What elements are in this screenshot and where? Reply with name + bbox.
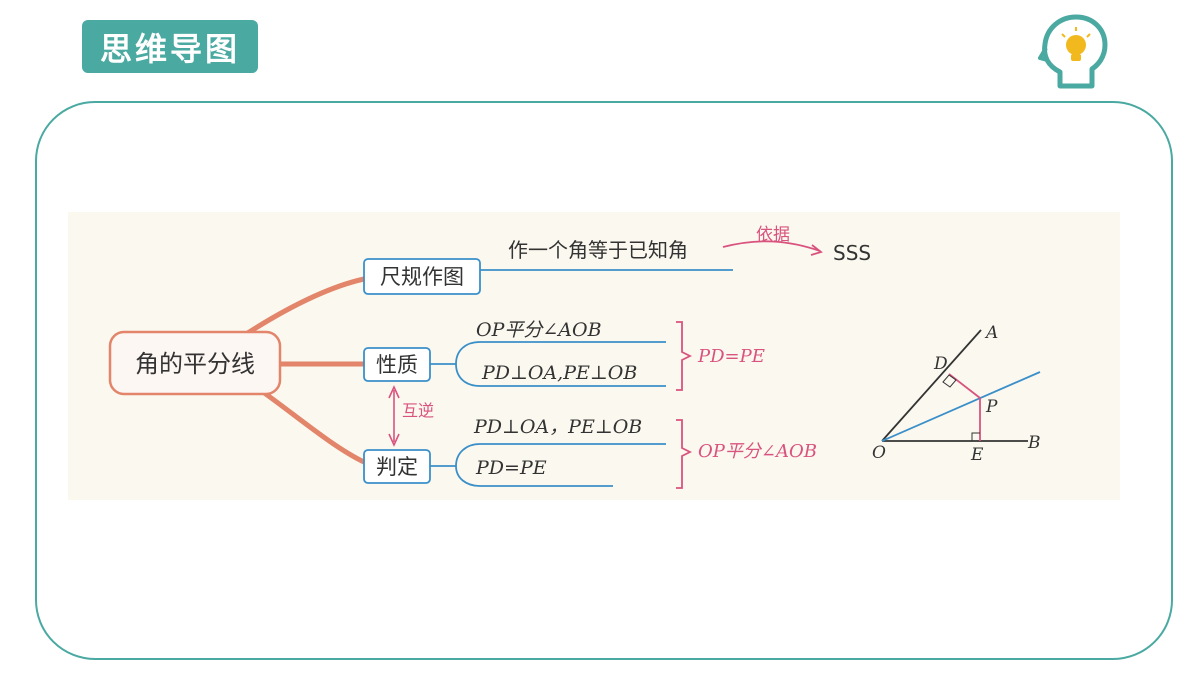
head-lightbulb-icon — [1038, 14, 1108, 89]
construction-item: 作一个角等于已知角 — [508, 238, 688, 262]
determination-cond2: PD=PE — [475, 457, 547, 479]
branch-construction — [241, 276, 365, 339]
property-cond2: PD⊥OA,PE⊥OB — [481, 362, 637, 384]
determination-label: 判定 — [376, 455, 418, 479]
label-A: A — [984, 323, 998, 343]
page-title: 思维导图 — [82, 20, 258, 73]
mindmap-panel: 角的平分线 尺规作图 作一个角等于已知角 依据 SSS 性质 OP平分∠AOB … — [68, 212, 1120, 500]
center-label: 角的平分线 — [135, 350, 255, 378]
property-cond1: OP平分∠AOB — [476, 319, 602, 341]
label-O: O — [872, 443, 886, 463]
basis-label: 依据 — [756, 225, 790, 245]
determination-cond1: PD⊥OA，PE⊥OB — [473, 416, 642, 438]
converse-label: 互逆 — [402, 401, 434, 420]
label-B: B — [1027, 433, 1041, 453]
center-node — [108, 330, 282, 396]
determination-brace — [676, 419, 693, 489]
determination-conclusion: OP平分∠AOB — [698, 441, 817, 462]
basis-result: SSS — [833, 241, 871, 265]
property-conclusion: PD=PE — [697, 346, 765, 367]
property-label: 性质 — [376, 353, 418, 377]
property-brace — [676, 321, 693, 391]
label-D: D — [933, 354, 948, 374]
branch-determination — [261, 389, 366, 465]
label-P: P — [985, 397, 998, 417]
label-E: E — [970, 445, 984, 465]
construction-label: 尺规作图 — [380, 265, 464, 289]
construction-node — [363, 258, 481, 295]
mindmap-diagram: 角的平分线 尺规作图 作一个角等于已知角 依据 SSS 性质 OP平分∠AOB … — [108, 225, 1041, 489]
angle-bisector-figure: A B D E O P — [872, 323, 1041, 465]
